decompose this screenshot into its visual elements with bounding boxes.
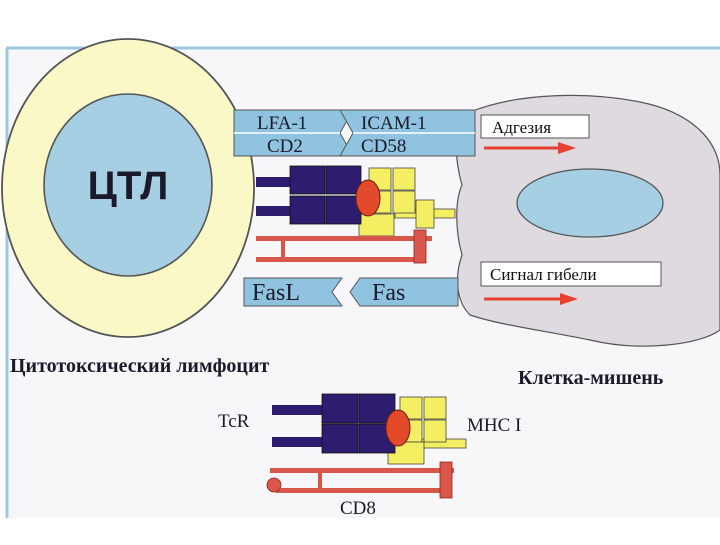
target-nucleus (517, 169, 663, 237)
lower-cd8-anchor (267, 478, 281, 492)
fas-label: Fas (372, 280, 405, 306)
lymphocyte-caption: Цитотоксический лимфоцит (10, 355, 269, 377)
lower-antigen-core (386, 410, 410, 446)
upper-tcr-tail (256, 177, 292, 187)
mhc-label: MHC I (467, 415, 521, 436)
upper-tcr-block (290, 166, 325, 194)
upper-tcr-tail (256, 206, 292, 216)
upper-mhc-block (393, 191, 415, 213)
upper-antigen-core (356, 180, 380, 216)
icam1-label: ICAM-1 (361, 113, 426, 134)
lower-tcr-block (322, 394, 358, 423)
upper-tcr-block (326, 166, 361, 194)
upper-mhc-block (393, 168, 415, 190)
upper-cd8-end (414, 230, 426, 263)
lower-cd8-chain (270, 468, 454, 473)
lfa1-label: LFA-1 (257, 113, 307, 134)
lower-mhc-block (424, 397, 446, 419)
tcr-label: TcR (218, 411, 250, 432)
lower-cd8-chain (276, 488, 448, 493)
lower-cd8-end (440, 462, 452, 498)
lower-mhc-block (424, 420, 446, 442)
upper-cd8-connector (281, 240, 285, 258)
cd8-label: CD8 (340, 498, 376, 519)
cd58-label: CD58 (361, 136, 406, 157)
lower-tcr-tail (272, 437, 326, 447)
cd2-label: CD2 (267, 136, 303, 157)
upper-tcr-block (290, 196, 325, 224)
adhesion-label: Адгезия (492, 118, 551, 137)
ctl-label: ЦТЛ (88, 164, 169, 208)
upper-mhc-block (416, 200, 434, 228)
fasl-label: FasL (252, 280, 300, 306)
lower-tcr-block (322, 424, 358, 453)
target-caption: Клетка-мишень (518, 367, 664, 389)
lower-tcr-tail (272, 405, 326, 415)
death-signal-label: Сигнал гибели (490, 265, 597, 284)
upper-mhc-block (359, 214, 394, 236)
lower-cd8-connector (318, 472, 322, 489)
